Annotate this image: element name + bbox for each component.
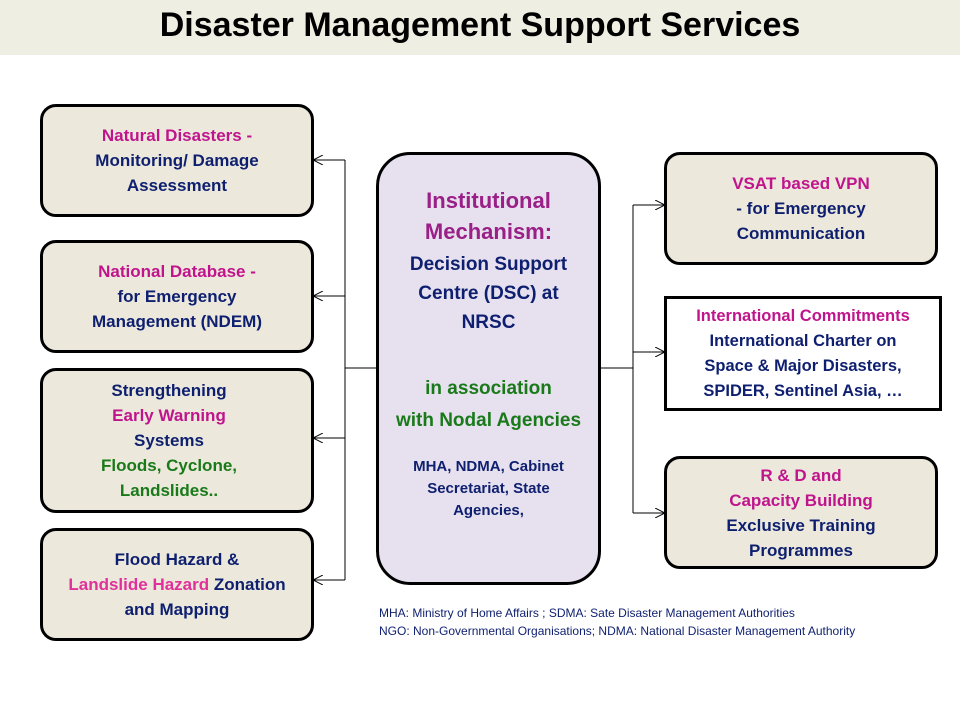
box-line: and Mapping (124, 600, 230, 619)
box-line: Exclusive Training (726, 515, 876, 535)
international-commitments-box: International Commitments International … (664, 296, 942, 411)
box-line: Early Warning (112, 406, 226, 425)
box-line: Management (NDEM) (91, 312, 262, 331)
box-line: International Charter on (709, 331, 897, 350)
title-bar (0, 0, 960, 55)
box-line: Systems (134, 431, 204, 450)
center-agencies-line-1: MHA, NDMA, Cabinet (413, 458, 564, 475)
box-line: Programmes (749, 540, 853, 560)
box-line: National Database - (98, 262, 256, 281)
footnote-abbreviations-1: MHA: Ministry of Home Affairs ; SDMA: Sa… (379, 606, 795, 620)
box-line: Strengthening (111, 381, 227, 400)
box-line: R & D and (760, 465, 842, 485)
hazard-zonation-box: Flood Hazard & Landslide Hazard Zonation… (40, 528, 314, 641)
national-database-box: National Database - for Emergency Manage… (40, 240, 314, 353)
center-agencies-line-3: Agencies, (453, 502, 524, 519)
box-line-highlight: Landslide Hazard (68, 575, 210, 594)
box-line: Space & Major Disasters, (704, 356, 902, 375)
center-heading-line-2: Mechanism: (424, 219, 553, 244)
center-subtitle-line-2: Centre (DSC) at (418, 283, 559, 304)
center-agencies-line-2: Secretariat, State (427, 480, 550, 497)
box-line: SPIDER, Sentinel Asia, … (703, 381, 903, 400)
box-line: Capacity Building (729, 490, 873, 510)
research-capacity-box: R & D and Capacity Building Exclusive Tr… (664, 456, 938, 569)
box-line-rest: Zonation (209, 575, 286, 594)
box-line: International Commitments (696, 306, 910, 325)
box-line: Flood Hazard & (114, 550, 240, 569)
box-line: for Emergency (117, 287, 237, 306)
vsat-vpn-box: VSAT based VPN - for Emergency Communica… (664, 152, 938, 265)
box-line: Assessment (126, 176, 228, 195)
footnote-abbreviations-2: NGO: Non-Governmental Organisations; NDM… (379, 624, 856, 638)
box-line: Floods, Cyclone, (100, 456, 238, 475)
institutional-mechanism-box: Institutional Mechanism: Decision Suppor… (376, 152, 601, 585)
center-association-line-1: in association (425, 378, 552, 399)
early-warning-box: Strengthening Early Warning Systems Floo… (40, 368, 314, 513)
box-line: Communication (736, 224, 866, 243)
box-line: - for Emergency (736, 199, 866, 218)
box-line: Landslides.. (119, 481, 219, 500)
center-subtitle-line-3: NRSC (461, 312, 516, 333)
box-line: Natural Disasters - (101, 126, 253, 145)
box-line: Landslide Hazard Zonation (68, 572, 285, 597)
center-heading-line-1: Institutional (426, 188, 551, 213)
box-line: Monitoring/ Damage (95, 151, 259, 170)
center-subtitle-line-1: Decision Support (409, 254, 568, 275)
box-line: VSAT based VPN (732, 174, 870, 193)
diagram-title: Disaster Management Support Services (159, 6, 801, 44)
natural-disasters-box: Natural Disasters - Monitoring/ Damage A… (40, 104, 314, 217)
center-association-line-2: with Nodal Agencies (395, 410, 582, 431)
